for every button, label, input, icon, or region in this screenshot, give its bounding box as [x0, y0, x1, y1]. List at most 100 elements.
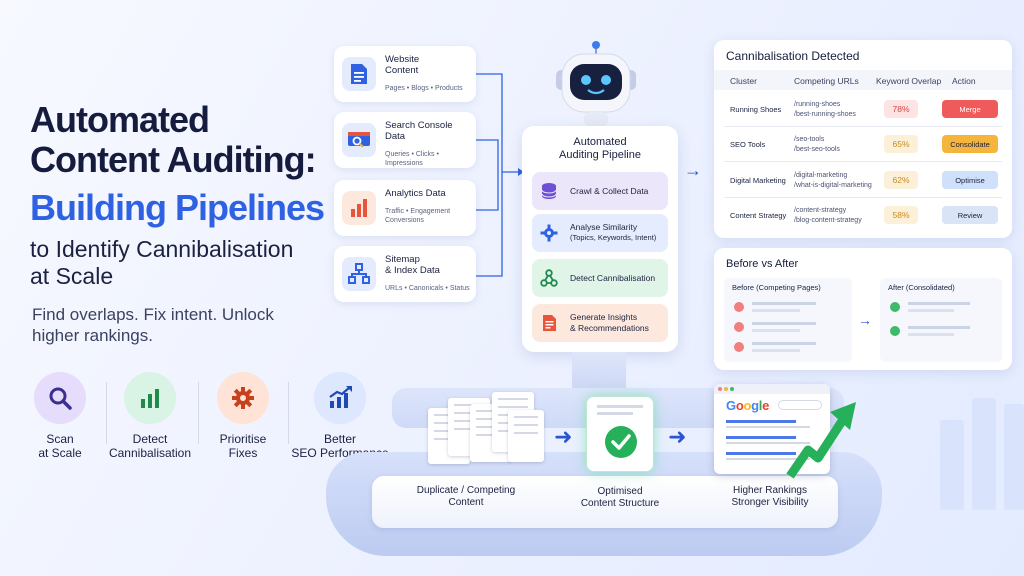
after-label: After (Consolidated)	[888, 283, 955, 292]
table-title: Cannibalisation Detected	[726, 49, 860, 63]
table-row-cluster: SEO Tools	[730, 140, 766, 149]
overlap-badge: 62%	[884, 171, 918, 189]
step-label: & Recommendations	[570, 323, 649, 333]
result-line	[726, 442, 810, 444]
table-row-url: /running-shoes	[794, 101, 841, 108]
dot-icon	[890, 302, 900, 312]
source-card-analytics: Analytics Data Traffic • Engagement Conv…	[334, 180, 476, 236]
caption-duplicate: Content	[448, 497, 484, 508]
dot-icon	[734, 322, 744, 332]
source-subtitle: Queries • Clicks • Impressions	[385, 151, 439, 167]
source-subtitle: Traffic • Engagement	[385, 208, 451, 215]
row-divider	[724, 161, 1002, 162]
table-row-cluster: Running Shoes	[730, 105, 782, 114]
document-icon	[342, 57, 376, 91]
source-title: Website	[385, 54, 420, 65]
window-dot-icon	[724, 387, 728, 391]
col-header-cluster: Cluster	[730, 76, 757, 86]
sitemap-icon	[342, 257, 376, 291]
dot-icon	[890, 326, 900, 336]
row-divider	[724, 197, 1002, 198]
table-row-url: /blog-content-strategy	[794, 217, 862, 224]
pipeline-step-detect: Detect Cannibalisation	[532, 259, 668, 297]
optimised-document	[586, 396, 654, 472]
caption-optimised: Optimised	[597, 486, 643, 497]
overlap-badge: 58%	[884, 206, 918, 224]
col-header-overlap: Keyword Overlap	[876, 76, 942, 86]
source-title: Data	[385, 131, 406, 142]
pipeline-card: Automated Auditing Pipeline Crawl & Coll…	[522, 126, 678, 352]
col-header-urls: Competing URLs	[794, 76, 859, 86]
dot-icon	[734, 342, 744, 352]
window-titlebar	[714, 384, 830, 394]
bg-bar	[940, 420, 964, 510]
arrow-right-icon: →	[858, 312, 872, 328]
step-label: Generate Insights	[570, 312, 638, 322]
source-title: Sitemap	[385, 254, 420, 265]
step-label: Analyse Similarity	[570, 222, 638, 232]
table-row-url: /seo-tools	[794, 136, 825, 143]
action-button-merge[interactable]: Merge	[942, 100, 998, 118]
source-title: Search Console	[385, 120, 453, 131]
table-row-cluster: Content Strategy	[730, 211, 787, 220]
result-line	[726, 426, 810, 428]
before-label: Before (Competing Pages)	[732, 283, 821, 292]
source-title: Content	[385, 65, 419, 76]
feature-label: Prioritise	[219, 432, 267, 446]
line-placeholder	[908, 333, 954, 336]
line-placeholder	[752, 309, 800, 312]
bg-bar	[1004, 404, 1024, 510]
caption-rankings: Higher Rankings	[733, 485, 807, 496]
divider	[198, 382, 199, 444]
result-line	[726, 452, 796, 455]
window-dot-icon	[730, 387, 734, 391]
tagline-line2: higher rankings.	[32, 326, 153, 345]
platform-label-strip	[372, 476, 838, 528]
result-line	[726, 458, 810, 460]
result-line	[726, 436, 796, 439]
robot-icon	[556, 41, 636, 126]
source-card-website: Website Content Pages • Blogs • Products	[334, 46, 476, 102]
table-header-row	[714, 70, 1012, 90]
source-subtitle: Conversions	[385, 217, 424, 224]
table-row-url: /best-seo-tools	[794, 146, 840, 153]
action-button-optimise[interactable]: Optimise	[942, 171, 998, 189]
network-icon	[540, 269, 558, 287]
step-sublabel: (Topics, Keywords, Intent)	[570, 233, 657, 242]
bg-bar	[972, 398, 996, 510]
caption-rankings: Stronger Visibility	[731, 497, 809, 508]
pipeline-title-line2: Auditing Pipeline	[559, 149, 641, 161]
growth-arrow-icon	[786, 402, 856, 479]
check-icon	[605, 426, 637, 458]
search-bar[interactable]	[778, 400, 822, 410]
divider	[288, 382, 289, 444]
line-placeholder	[597, 412, 633, 415]
feature-prioritise: Prioritise Fixes	[199, 372, 287, 460]
source-title: Analytics Data	[385, 188, 446, 199]
table-row-url: /best-running-shoes	[794, 111, 856, 118]
connector-lines	[476, 73, 524, 277]
pipeline-step-analyse: Analyse Similarity (Topics, Keywords, In…	[532, 214, 668, 252]
bar-chart-icon	[124, 372, 176, 424]
before-after-title: Before vs After	[726, 258, 799, 270]
report-icon	[543, 315, 556, 331]
line-placeholder	[752, 322, 816, 325]
arrow-right-icon: ➜	[668, 424, 687, 449]
hero-subtitle-line2: at Scale	[30, 263, 114, 289]
action-button-review[interactable]: Review	[942, 206, 998, 224]
line-placeholder	[752, 302, 816, 305]
feature-label: Scan	[46, 432, 74, 446]
caption-duplicate: Duplicate / Competing	[416, 485, 516, 496]
line-placeholder	[752, 342, 816, 345]
before-panel: Before (Competing Pages)	[724, 278, 852, 362]
trend-chart-icon	[314, 372, 366, 424]
step-label: Detect Cannibalisation	[570, 273, 656, 283]
feature-label: Better	[323, 432, 356, 446]
document-stack-icon	[508, 410, 544, 462]
divider	[106, 382, 107, 444]
search-console-icon	[342, 123, 376, 157]
window-dot-icon	[718, 387, 722, 391]
action-button-consolidate[interactable]: Consolidate	[942, 135, 998, 153]
source-card-sitemap: Sitemap & Index Data URLs • Canonicals •…	[334, 246, 476, 302]
table-row-url: /digital-marketing	[794, 172, 848, 179]
